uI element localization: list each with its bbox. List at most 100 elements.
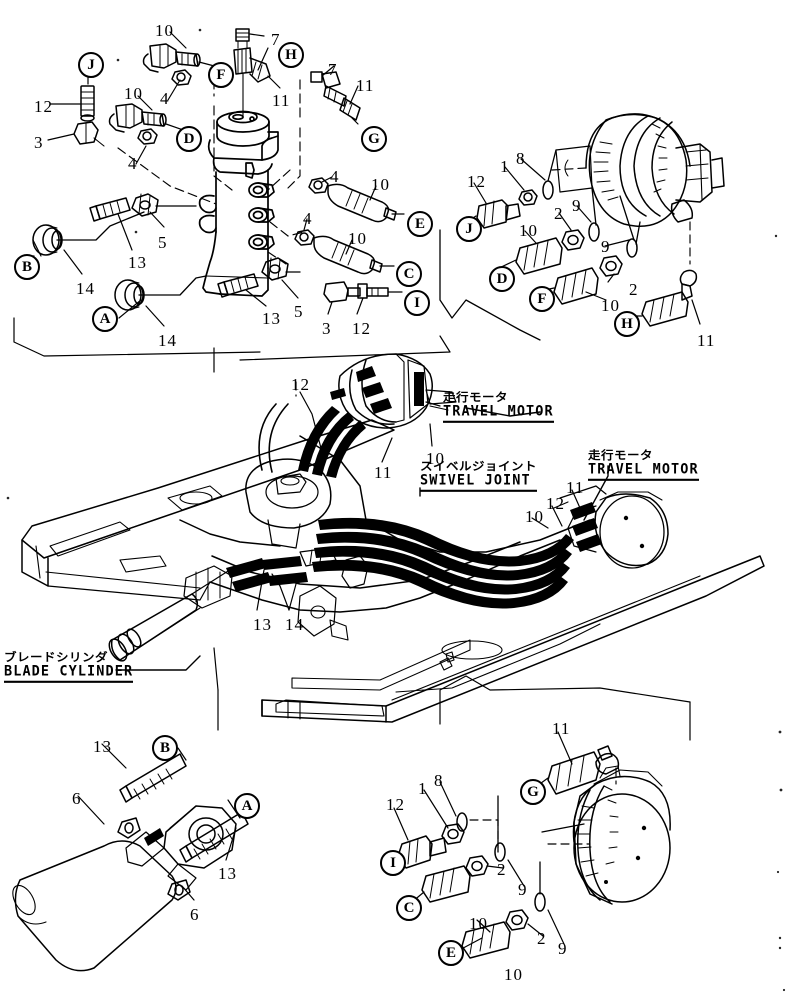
part-number-label: 12 [467, 172, 486, 191]
callout-bubble-b-blade-cylinder-lower[interactable]: B [152, 735, 178, 761]
caption-en: TRAVEL MOTOR [588, 462, 699, 481]
nut-2-motor-F [599, 255, 623, 277]
callout-bubble-f-travel-motor-upper-right[interactable]: F [529, 286, 555, 312]
part-number-label: 2 [497, 860, 507, 879]
hose-10-C [313, 235, 383, 275]
callout-bubble-d-travel-motor-upper-right[interactable]: D [489, 266, 515, 292]
part-number-label: 7 [271, 30, 281, 49]
fitting-7-11-G [310, 71, 361, 121]
callout-bubble-j-swivel-joint-upper[interactable]: J [78, 52, 104, 78]
part-number-label: 1 [500, 157, 510, 176]
part-number-label: 12 [386, 795, 405, 814]
caption-jp: スイベルジョイント [420, 459, 538, 473]
caption-travel-motor-left: 走行モータ TRAVEL MOTOR [443, 390, 554, 423]
part-number-label: 10 [601, 296, 620, 315]
part-number-label: 14 [76, 279, 95, 298]
part-number-label: 10 [371, 175, 390, 194]
part-number-label: 10 [155, 21, 174, 40]
part-number-label: 10 [426, 449, 445, 468]
part-number-label: 11 [374, 463, 393, 482]
caption-jp: ブレードシリンダ [4, 650, 109, 664]
part-number-label: 11 [272, 91, 291, 110]
fitting-10-F-motor [553, 267, 599, 305]
fitting-12-J [80, 85, 95, 122]
travel-motor-upper [555, 113, 725, 227]
fitting-7-11-H [233, 28, 271, 119]
part-number-label: 9 [572, 196, 582, 215]
part-number-label: 5 [158, 233, 168, 252]
part-number-label: 9 [518, 880, 528, 899]
caption-jp: 走行モータ [588, 448, 654, 462]
callout-bubble-c-travel-motor-lower-right[interactable]: C [396, 895, 422, 921]
travel-motor-lower [397, 745, 671, 959]
fitting-10-D-motor [515, 237, 563, 275]
leaders-blade-lower [77, 743, 241, 901]
callout-bubble-e-swivel-joint-upper[interactable]: E [407, 211, 433, 237]
part-number-label: 2 [537, 929, 547, 948]
fitting-10-F [142, 43, 201, 73]
part-number-label: 2 [554, 204, 564, 223]
part-number-label: 5 [294, 302, 304, 321]
part-number-label: 3 [322, 319, 332, 338]
callout-bubble-b-swivel-joint-upper[interactable]: B [14, 254, 40, 280]
hose-10-E [327, 183, 397, 223]
callout-bubble-i-travel-motor-lower-right[interactable]: I [380, 850, 406, 876]
fitting-5-upper [131, 193, 159, 217]
caption-en: SWIVEL JOINT [420, 473, 538, 492]
part-number-label: 10 [124, 84, 143, 103]
callout-bubble-e-travel-motor-lower-right[interactable]: E [438, 940, 464, 966]
machine-assembly [21, 353, 765, 723]
washer-1-motor [518, 189, 538, 206]
caption-travel-motor-right: 走行モータ TRAVEL MOTOR [588, 448, 699, 481]
callout-bubble-a-blade-cylinder-lower[interactable]: A [234, 793, 260, 819]
callout-bubble-g-swivel-joint-upper[interactable]: G [361, 126, 387, 152]
callout-bubble-h-swivel-joint-upper[interactable]: H [278, 42, 304, 68]
fitting-11-H-motor [641, 269, 698, 327]
part-number-label: 9 [601, 237, 611, 256]
part-number-label: 13 [253, 615, 272, 634]
callout-bubble-d-swivel-joint-upper[interactable]: D [176, 126, 202, 152]
caption-swivel-joint: スイベルジョイント SWIVEL JOINT [420, 459, 538, 492]
part-number-label: 13 [218, 864, 237, 883]
part-number-label: 7 [328, 60, 338, 79]
part-number-label: 12 [34, 97, 53, 116]
callout-bubble-h-travel-motor-upper-right[interactable]: H [614, 311, 640, 337]
nut-2-motor-D [561, 229, 585, 251]
caption-jp: 走行モータ [443, 390, 509, 404]
nut-4-C [294, 229, 315, 246]
fitting-10-D [108, 103, 167, 133]
callout-bubble-a-swivel-joint-upper[interactable]: A [92, 306, 118, 332]
leaders-motor-upper [466, 158, 701, 325]
part-number-label: 8 [516, 149, 526, 168]
part-number-label: 2 [629, 280, 639, 299]
part-number-label: 12 [352, 319, 371, 338]
part-number-label: 4 [303, 209, 313, 228]
part-number-label: 11 [697, 331, 716, 350]
part-number-label: 6 [190, 905, 200, 924]
part-number-label: 6 [72, 789, 82, 808]
bolt-13-B [89, 197, 131, 222]
leaders-machine [13, 317, 691, 741]
part-number-label: 14 [158, 331, 177, 350]
callout-bubble-f-swivel-joint-upper[interactable]: F [208, 62, 234, 88]
part-number-label: 9 [558, 939, 568, 958]
callout-bubble-g-travel-motor-lower-right[interactable]: G [520, 779, 546, 805]
caption-en: BLADE CYLINDER [4, 664, 134, 683]
fitting-12-J-motor [476, 199, 521, 229]
part-number-label: 10 [504, 965, 523, 984]
part-number-label: 13 [93, 737, 112, 756]
part-number-label: 11 [356, 76, 375, 95]
nut-4-F [171, 69, 192, 86]
callout-bubble-j-travel-motor-upper-right[interactable]: J [456, 216, 482, 242]
part-number-label: 11 [566, 478, 585, 497]
part-number-label: 12 [546, 494, 565, 513]
part-number-label: 1 [418, 779, 428, 798]
blade-cylinder-exploded [12, 753, 249, 972]
nut-4-D [137, 128, 158, 145]
part-number-label: 13 [262, 309, 281, 328]
hose-bundle [312, 517, 574, 609]
callout-bubble-c-swivel-joint-upper[interactable]: C [396, 261, 422, 287]
callout-bubble-i-swivel-joint-upper[interactable]: I [404, 290, 430, 316]
